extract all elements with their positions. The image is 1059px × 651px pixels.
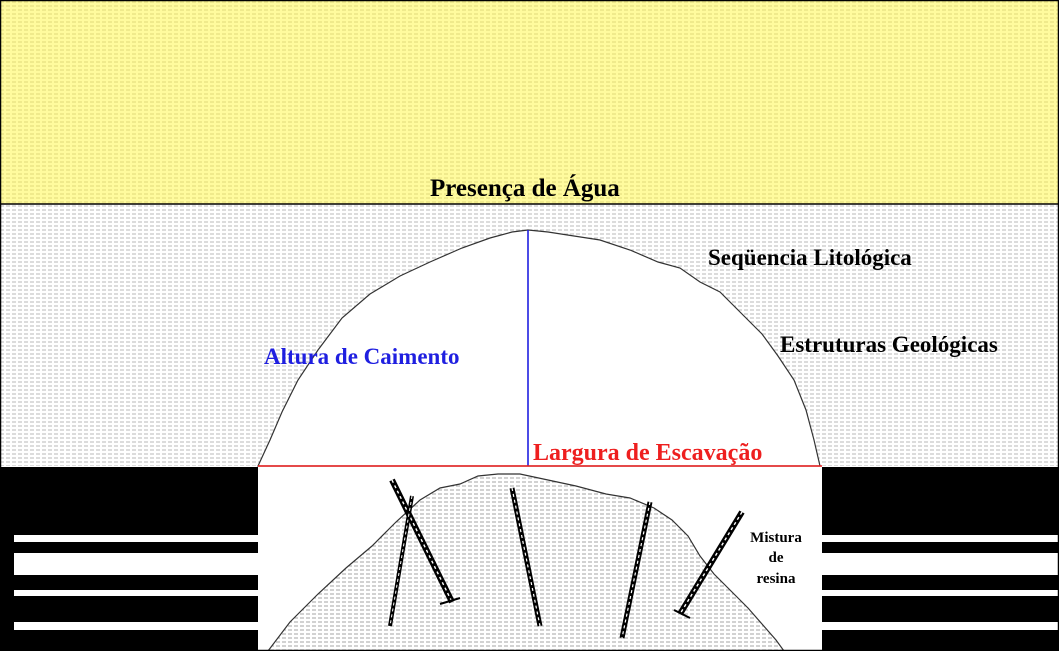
excavation-dome <box>257 229 821 467</box>
excavation-width-label: Largura de Escavação <box>533 440 763 466</box>
rock-bolt <box>388 495 414 627</box>
seam-bands-right <box>822 467 1059 651</box>
rock-bolt <box>673 510 745 619</box>
rock-bolts <box>388 478 745 639</box>
rock-bolt <box>509 487 543 627</box>
water-presence-label: Presença de Água <box>430 175 620 202</box>
resin-label-line-3: resina <box>756 570 796 587</box>
rock-bolt <box>619 501 653 639</box>
seam-bands-left <box>0 467 258 651</box>
resin-mix-label: Mistura de resina <box>734 528 818 589</box>
resin-label-line-2: de <box>768 550 784 567</box>
resin-label-line-1: Mistura <box>750 530 802 546</box>
lithological-sequence-label: Seqüencia Litológica <box>708 245 912 270</box>
fall-height-label: Altura de Caimento <box>264 344 460 369</box>
geological-structures-label: Estruturas Geológicas <box>780 332 998 357</box>
water-layer <box>0 0 1059 204</box>
rock-bolt <box>389 478 461 605</box>
